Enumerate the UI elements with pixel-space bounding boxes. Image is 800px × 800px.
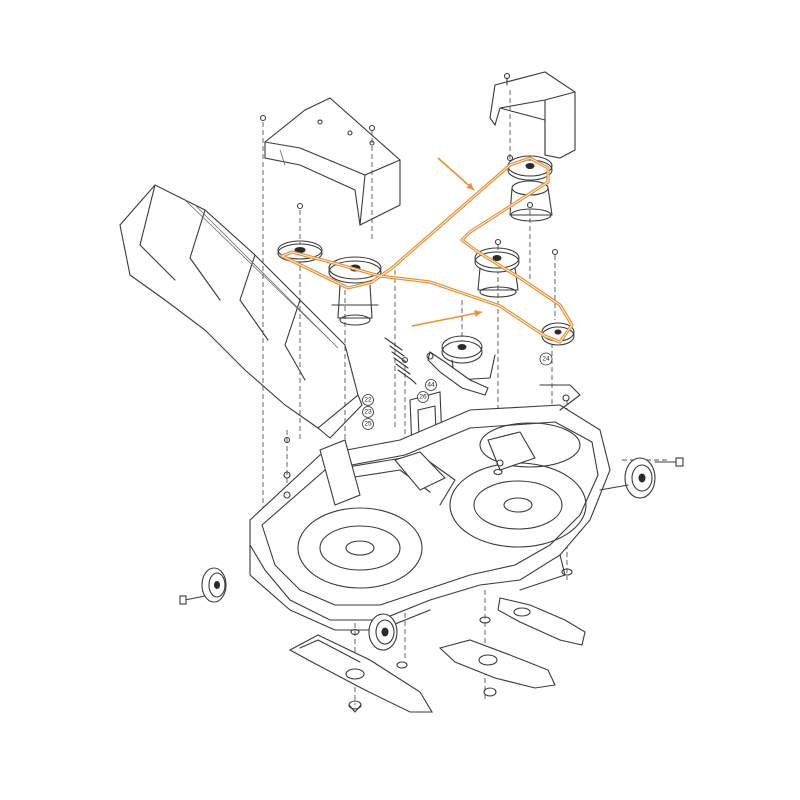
drive-belt <box>280 156 574 344</box>
wheel-right <box>599 457 684 499</box>
callout-44: 44 <box>425 379 437 391</box>
svg-text:22: 22 <box>364 397 372 404</box>
mower-deck <box>249 384 611 631</box>
wheel-front-center <box>368 613 398 651</box>
right-belt-cover <box>489 71 576 159</box>
svg-text:26: 26 <box>419 394 427 401</box>
callout-25: 25 <box>362 418 374 430</box>
svg-text:23: 23 <box>364 409 372 416</box>
blade-left <box>288 634 433 713</box>
discharge-chute <box>119 184 363 439</box>
arrowhead <box>474 310 482 317</box>
callout-24: 24 <box>539 352 553 366</box>
tension-spring-left <box>384 337 417 385</box>
callout-arrow-upper <box>437 157 475 191</box>
svg-text:44: 44 <box>427 382 435 389</box>
arrowhead <box>466 182 474 190</box>
pulley-left-spindle <box>328 256 382 326</box>
idler-arm <box>426 351 489 396</box>
callout-23: 23 <box>362 406 374 418</box>
callout-22: 22 <box>362 394 374 406</box>
left-belt-cover <box>264 97 401 226</box>
svg-text:25: 25 <box>364 421 372 428</box>
callout-26: 26 <box>417 391 429 403</box>
svg-text:24: 24 <box>542 356 550 363</box>
hardware-bolts <box>259 114 573 669</box>
blade-right <box>438 597 586 697</box>
wheel-left <box>179 567 227 605</box>
callout-arrow-lower <box>411 311 483 327</box>
